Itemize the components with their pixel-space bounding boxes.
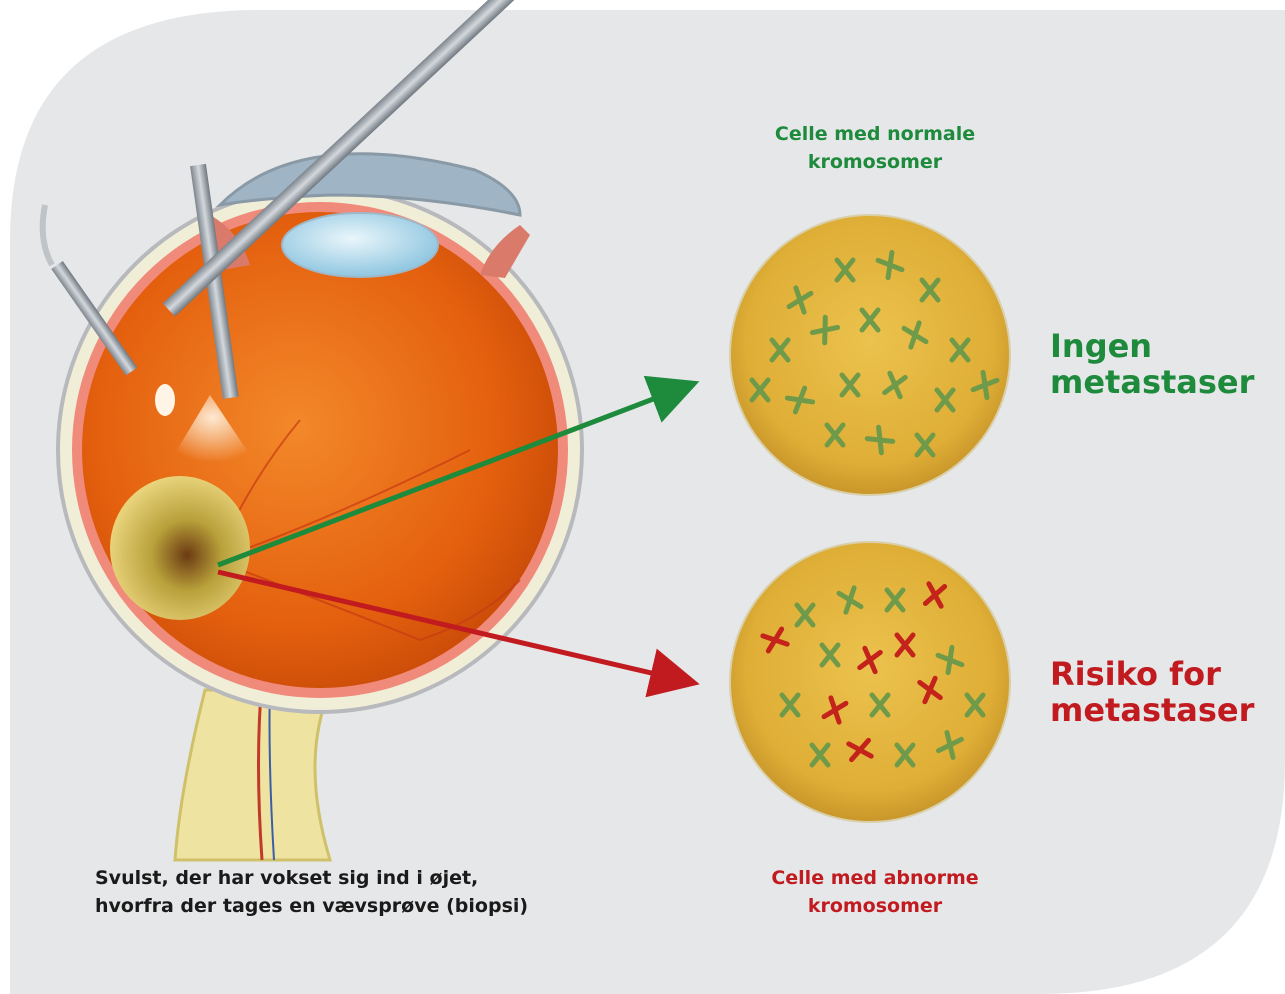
- eye-caption: Svulst, der har vokset sig ind i øjet, h…: [95, 864, 528, 920]
- no-metastasis-label: Ingen metastaser: [1050, 328, 1254, 400]
- normal-cell-label-line2: kromosomer: [730, 148, 1020, 176]
- normal-cell-label-line1: Celle med normale: [730, 120, 1020, 148]
- abnormal-cell-label-line2: kromosomer: [730, 892, 1020, 920]
- normal-cell-label: Celle med normale kromosomer: [730, 120, 1020, 176]
- eye-caption-line1: Svulst, der har vokset sig ind i øjet,: [95, 864, 528, 892]
- abnormal-cell-icon: [730, 542, 1010, 822]
- risk-metastasis-label-line2: metastaser: [1050, 692, 1254, 728]
- normal-cell-icon: [730, 215, 1010, 495]
- risk-metastasis-label-line1: Risiko for: [1050, 656, 1254, 692]
- no-metastasis-label-line2: metastaser: [1050, 364, 1254, 400]
- abnormal-cell-label: Celle med abnorme kromosomer: [730, 864, 1020, 920]
- eye-caption-line2: hvorfra der tages en vævsprøve (biopsi): [95, 892, 528, 920]
- no-metastasis-label-line1: Ingen: [1050, 328, 1254, 364]
- abnormal-cell-label-line1: Celle med abnorme: [730, 864, 1020, 892]
- risk-metastasis-label: Risiko for metastaser: [1050, 656, 1254, 728]
